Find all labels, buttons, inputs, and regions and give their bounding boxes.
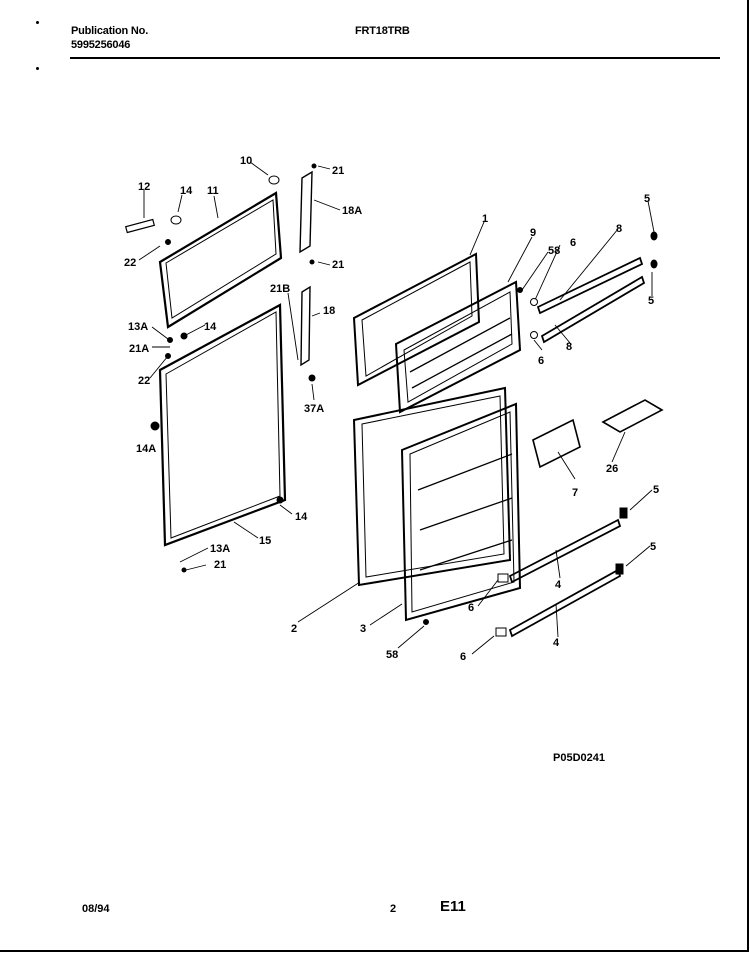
callout: 4 [555, 579, 562, 591]
callout: 58 [386, 649, 398, 661]
lower-handle [300, 285, 311, 367]
egg-tray [601, 399, 664, 433]
hardware-parts [150, 163, 658, 637]
callout: 18 [323, 305, 335, 317]
callout: 22 [124, 257, 136, 269]
margin-dot-top [36, 21, 39, 24]
callout: 6 [538, 355, 544, 367]
callout: 4 [553, 637, 560, 649]
callout: 2 [291, 623, 297, 635]
door-shelf-upper [508, 518, 622, 584]
callout: 22 [138, 375, 150, 387]
callout: 5 [644, 193, 650, 205]
callout: 12 [138, 181, 150, 193]
callout: 6 [460, 651, 466, 663]
footer-page: 2 [390, 903, 397, 915]
header-rule [70, 57, 720, 59]
callout: 21 [332, 165, 344, 177]
callout: 3 [360, 623, 366, 635]
upper-handle [299, 170, 313, 254]
model-number: FRT18TRB [355, 25, 410, 37]
freezer-door-gasket [352, 252, 481, 387]
callout: 5 [650, 541, 656, 553]
callout: 14 [204, 321, 217, 333]
callout: 14 [180, 185, 193, 197]
margin-dot-lower [36, 67, 39, 70]
footer-date: 08/94 [82, 903, 110, 915]
fresh-food-door-gasket [352, 386, 512, 587]
callout: 14A [136, 443, 156, 455]
callout: 58 [548, 245, 560, 257]
callout: 6 [468, 602, 474, 614]
callout: 9 [530, 227, 536, 239]
callout: 8 [616, 223, 622, 235]
callout: 37A [304, 403, 324, 415]
callout: 6 [570, 237, 576, 249]
callout: 21A [129, 343, 149, 355]
callout: 21B [270, 283, 290, 295]
callout: 14 [295, 511, 308, 523]
callout: 13A [210, 543, 230, 555]
callout: 5 [653, 484, 659, 496]
dairy-compartment-door [532, 418, 581, 469]
footer-section: E11 [440, 898, 466, 915]
publication-number: 5995256046 [71, 39, 131, 51]
callout: 26 [606, 463, 618, 475]
callout: 10 [240, 155, 252, 167]
callout: 5 [648, 295, 654, 307]
callout: 21 [332, 259, 344, 271]
freezer-shelf-rail-lower [540, 275, 646, 344]
freezer-door [394, 280, 522, 414]
nameplate-strip [124, 218, 156, 234]
callout: 21 [214, 559, 226, 571]
callout: 1 [482, 213, 488, 225]
door-shelf-lower [508, 568, 622, 638]
upper-door-liner [158, 191, 283, 329]
freezer-shelf-rail-upper [536, 256, 644, 315]
drawing-code: P05D0241 [553, 752, 605, 764]
callout: 15 [259, 535, 271, 547]
callout: 11 [207, 185, 219, 197]
publication-label: Publication No. [71, 25, 149, 37]
fresh-food-door [400, 402, 522, 622]
lower-door-liner [158, 303, 287, 547]
callout: 8 [566, 341, 572, 353]
callout-leaders [138, 161, 655, 655]
callout: 13A [128, 321, 148, 333]
callout: 7 [572, 487, 578, 499]
callout: 18A [342, 205, 362, 217]
